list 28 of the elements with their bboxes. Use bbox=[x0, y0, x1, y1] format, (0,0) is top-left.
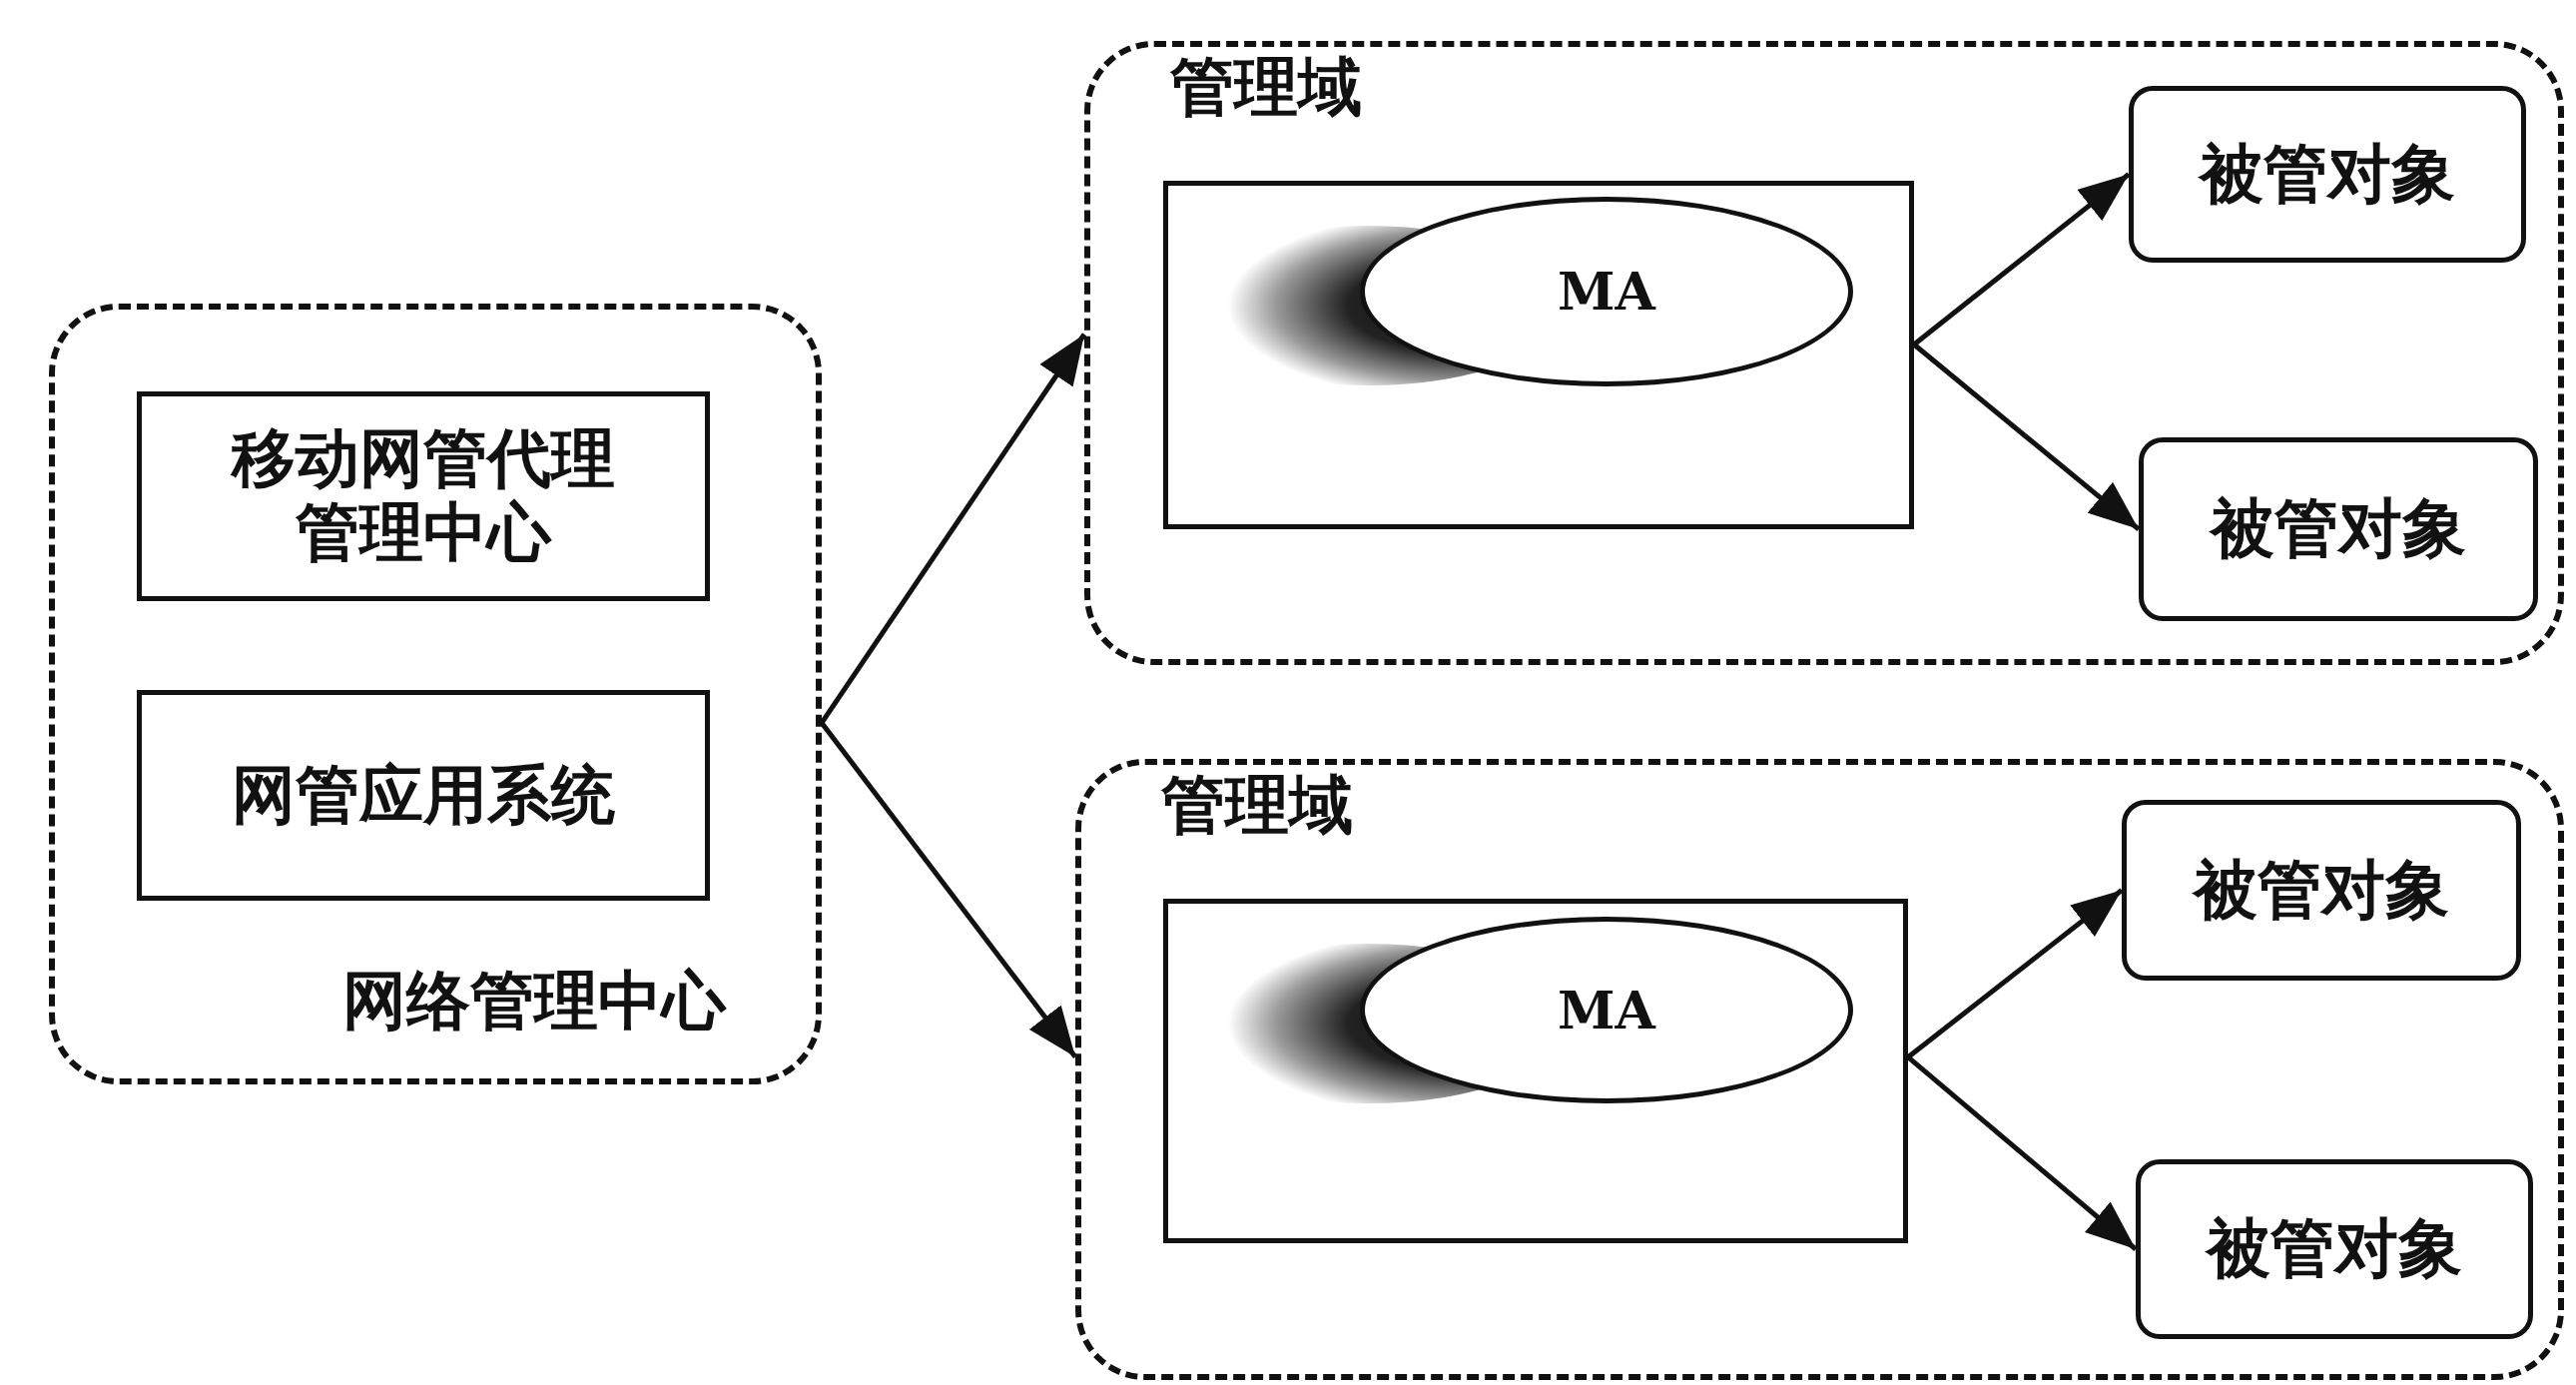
arrow bbox=[819, 333, 1087, 725]
agent-label: MA bbox=[1558, 980, 1655, 1040]
object-box bbox=[2139, 437, 2538, 621]
arrow bbox=[1906, 1054, 2138, 1251]
arrow bbox=[1912, 343, 2141, 531]
arrow bbox=[1906, 888, 2124, 1059]
domain-label: 管理域 bbox=[1170, 51, 1362, 125]
center-group bbox=[49, 304, 822, 1084]
arrow bbox=[1912, 172, 2131, 346]
box-label: 移动网管代理管理中心 bbox=[230, 422, 616, 570]
domain-group bbox=[1075, 759, 2564, 1380]
domain-group bbox=[1084, 41, 2564, 665]
arrow bbox=[820, 721, 1077, 1059]
rectangle-box bbox=[1163, 899, 1908, 1243]
process-box bbox=[137, 690, 710, 901]
box-label: 网管应用系统 bbox=[231, 758, 616, 833]
object-label: 被管对象 bbox=[2194, 853, 2449, 928]
object-box bbox=[2129, 86, 2526, 263]
object-box bbox=[2136, 1159, 2533, 1339]
rectangle-box bbox=[1163, 181, 1914, 529]
object-label: 被管对象 bbox=[2200, 137, 2455, 212]
object-label: 被管对象 bbox=[2207, 1212, 2462, 1286]
process-box bbox=[137, 391, 710, 601]
object-box bbox=[2122, 800, 2521, 981]
domain-label: 管理域 bbox=[1161, 769, 1353, 843]
object-label: 被管对象 bbox=[2211, 492, 2466, 566]
agent-label: MA bbox=[1558, 262, 1655, 322]
group-label: 网络管理中心 bbox=[342, 965, 726, 1039]
